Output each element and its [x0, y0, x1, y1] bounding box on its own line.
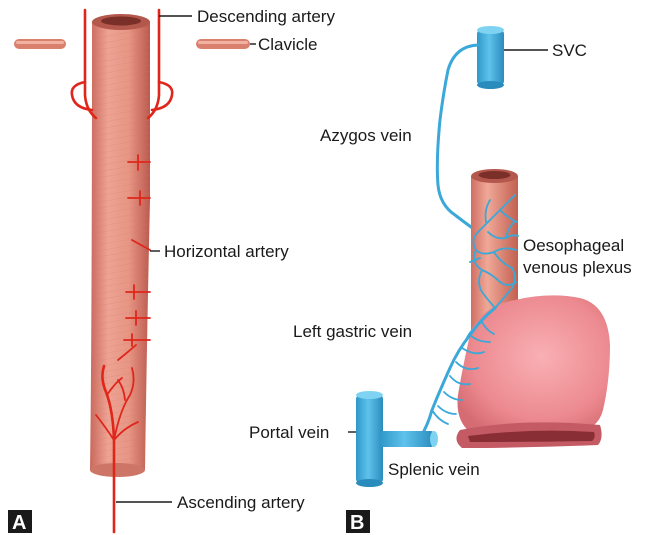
- label-ascending-artery: Ascending artery: [177, 493, 305, 512]
- label-left-gastric-vein: Left gastric vein: [293, 322, 412, 341]
- label-azygos-vein: Azygos vein: [320, 126, 412, 145]
- panel-letter-a: A: [8, 510, 32, 534]
- panel-b: SVC Azygos vein Oesophageal venous plexu…: [249, 26, 632, 534]
- label-horizontal-artery: Horizontal artery: [164, 242, 289, 261]
- right-clavicle: [196, 39, 250, 49]
- panel-a: Descending artery Clavicle Horizontal ar…: [8, 7, 335, 534]
- panel-letter-b-text: B: [350, 512, 364, 534]
- portal-vein: [356, 391, 383, 487]
- left-clavicle: [14, 39, 66, 49]
- svc: [477, 26, 504, 89]
- label-oesophageal-plexus-line1: Oesophageal: [523, 236, 624, 255]
- label-descending-artery: Descending artery: [197, 7, 335, 26]
- panel-letter-b: B: [346, 510, 370, 534]
- panel-letter-a-text: A: [12, 512, 26, 534]
- label-svc: SVC: [552, 41, 587, 60]
- label-clavicle: Clavicle: [258, 35, 318, 54]
- label-oesophageal-plexus-line2: venous plexus: [523, 258, 632, 277]
- label-splenic-vein: Splenic vein: [388, 460, 480, 479]
- stomach: [456, 295, 610, 448]
- splenic-vein: [380, 431, 438, 447]
- label-portal-vein: Portal vein: [249, 423, 329, 442]
